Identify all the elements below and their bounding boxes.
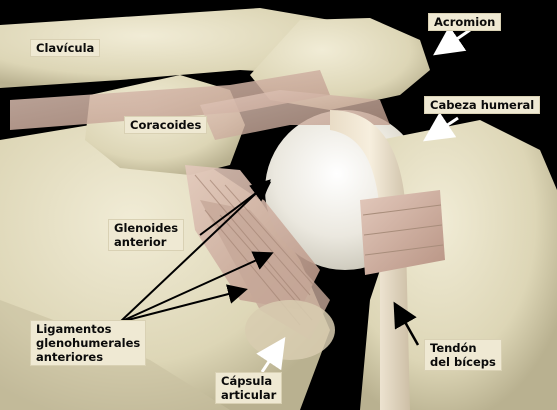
label-coracoides: Coracoides — [124, 116, 207, 134]
label-glenoides-anterior: Glenoides anterior — [108, 219, 184, 251]
joint-capsule — [245, 300, 335, 360]
label-capsula-articular: Cápsula articular — [215, 372, 282, 404]
label-ligamentos-glenohumerales: Ligamentos glenohumerales anteriores — [30, 320, 146, 366]
label-clavicula: Clavícula — [30, 39, 100, 57]
transverse-ligament — [360, 190, 445, 275]
label-acromion: Acromion — [428, 13, 501, 31]
label-tendon-biceps: Tendón del bíceps — [424, 339, 502, 371]
label-cabeza-humeral: Cabeza humeral — [424, 96, 540, 114]
